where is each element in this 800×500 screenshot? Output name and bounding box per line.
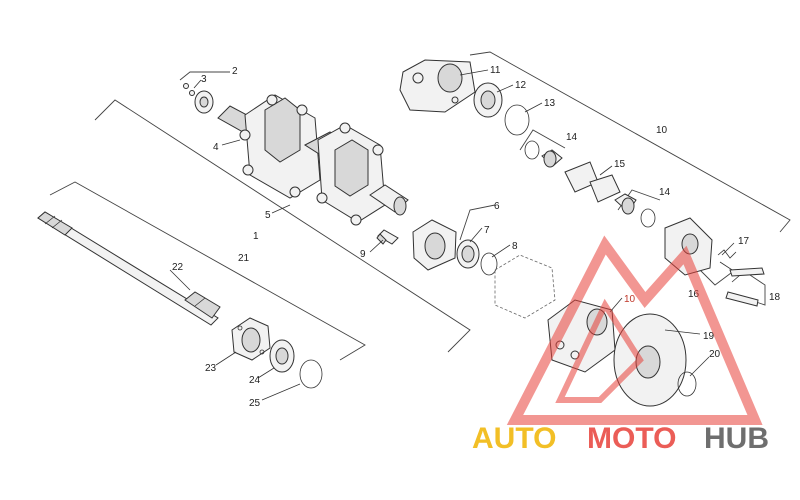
bushing-part-2: [194, 90, 214, 114]
callout-14a: 14: [566, 132, 578, 143]
watermark-logo: [506, 235, 763, 425]
callout-3: 3: [201, 74, 207, 85]
callout-7: 7: [484, 225, 490, 236]
watermark-word-moto: MOTO: [587, 422, 676, 455]
callout-2: 2: [232, 66, 238, 77]
group-bracket-21: [49, 181, 366, 361]
bearing-part-24: [269, 339, 295, 373]
watermark-word-hub: HUB: [704, 422, 769, 455]
group-bracket-6: [459, 204, 496, 241]
gasket-outline-dashed: [494, 254, 556, 319]
callout-5: 5: [265, 210, 271, 221]
seal-part-7: [456, 239, 480, 269]
callout-14b: 14: [659, 187, 671, 198]
callout-12: 12: [515, 80, 527, 91]
spacer-part-14a: [524, 140, 563, 168]
group-bracket-16: [699, 269, 736, 286]
callout-19: 19: [703, 331, 715, 342]
tensioner-part-15: [564, 161, 621, 203]
drive-disc-part-19: [613, 313, 687, 407]
callout-11: 11: [490, 65, 501, 76]
callout-23: 23: [205, 363, 217, 374]
callout-18: 18: [769, 292, 781, 303]
callout-8: 8: [512, 241, 518, 252]
watermark-word-auto: AUTO: [472, 422, 556, 455]
watermark-triangle-outer: [506, 235, 763, 425]
bearing-plate-part-6: [412, 219, 457, 271]
callout-16: 16: [688, 289, 700, 300]
group-bracket-10: [469, 51, 791, 233]
bolt-part-9: [376, 229, 399, 245]
callout-1: 1: [253, 231, 259, 242]
callout-6: 6: [494, 201, 500, 212]
callout-13: 13: [544, 98, 556, 109]
spacer-part-14b: [614, 193, 656, 228]
callout-15: 15: [614, 159, 626, 170]
watermark-triangle-inner: [555, 298, 644, 403]
snap-ring-part-13: [504, 104, 530, 136]
callout-22: 22: [172, 262, 184, 273]
callout-25: 25: [249, 398, 261, 409]
bearing-part-12: [473, 82, 503, 118]
flange-part-23: [231, 317, 271, 361]
callout-20: 20: [709, 349, 721, 360]
callout-9: 9: [360, 249, 366, 260]
group-bracket-2: [179, 71, 230, 81]
callout-10: 10: [656, 125, 668, 136]
spring-part-17: [717, 249, 741, 283]
chaincase-upper-housing: [399, 59, 476, 113]
snap-ring-part-25: [299, 359, 323, 389]
group-bracket-14a: [519, 129, 566, 151]
callout-24: 24: [249, 375, 261, 386]
snap-ring-part-8: [480, 252, 498, 276]
leader-lines: [169, 69, 735, 401]
bolts-part-18: [725, 267, 765, 307]
callout-17: 17: [738, 236, 750, 247]
callout-4: 4: [213, 142, 219, 153]
ball-part-3: [183, 83, 195, 96]
snap-ring-part-20: [677, 371, 697, 397]
watermark-text: AUTO MOTO HUB: [472, 422, 769, 455]
sprocket-part-5: [316, 122, 409, 226]
callout-10-lower: 10: [624, 294, 636, 305]
group-bracket-1: [94, 99, 471, 353]
callout-21: 21: [238, 253, 250, 264]
shaft-part-22: [37, 211, 221, 326]
